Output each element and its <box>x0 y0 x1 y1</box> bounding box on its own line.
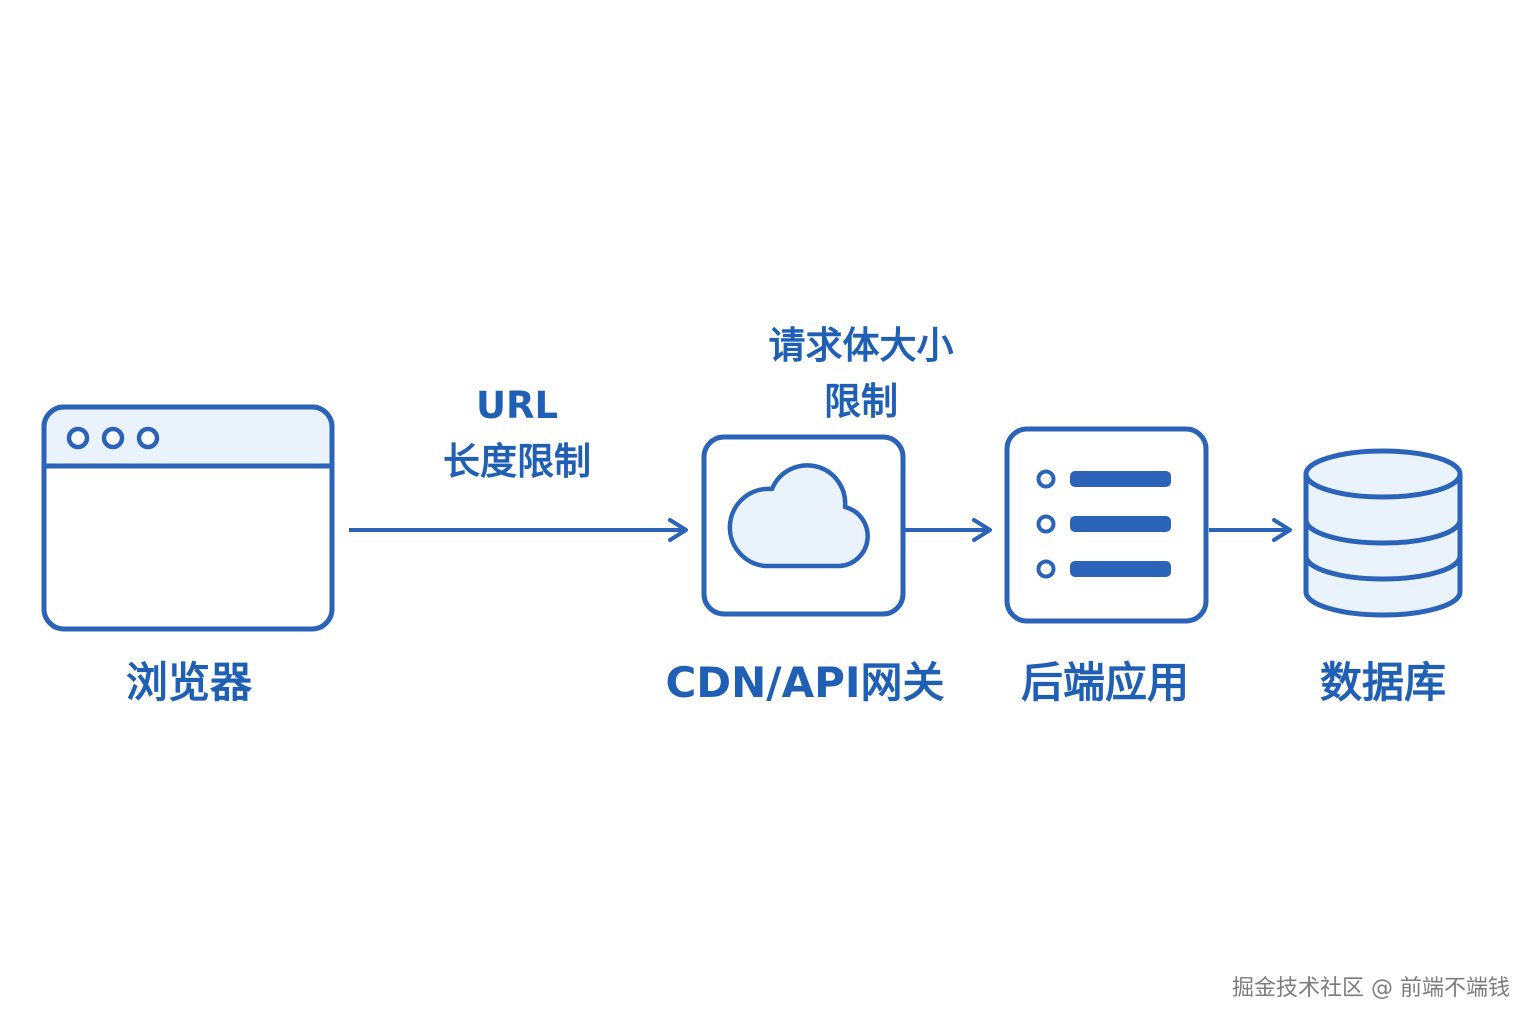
node-label-backend: 后端应用 <box>1020 658 1189 707</box>
browser-window-icon <box>41 404 335 632</box>
url-limit-annotation: URL 长度限制 <box>357 378 677 490</box>
node-label-browser: 浏览器 <box>125 658 252 707</box>
url-limit-line2: 长度限制 <box>443 440 591 483</box>
body-limit-annotation: 请求体大小 限制 <box>701 318 1021 430</box>
body-limit-line1: 请求体大小 <box>768 324 954 367</box>
watermark: 掘金技术社区 @ 前端不端钱 <box>1232 976 1510 1001</box>
node-label-database: 数据库 <box>1319 658 1446 707</box>
cloud-icon <box>701 434 906 617</box>
window-dot-icon <box>66 426 90 450</box>
database-icon <box>1303 448 1463 618</box>
window-dot-icon <box>101 426 125 450</box>
body-limit-line2: 限制 <box>824 380 898 423</box>
url-limit-line1: URL <box>475 384 559 427</box>
window-dot-icon <box>136 426 160 450</box>
node-label-gateway: CDN/API网关 <box>665 658 945 707</box>
server-list-icon <box>1004 426 1209 624</box>
